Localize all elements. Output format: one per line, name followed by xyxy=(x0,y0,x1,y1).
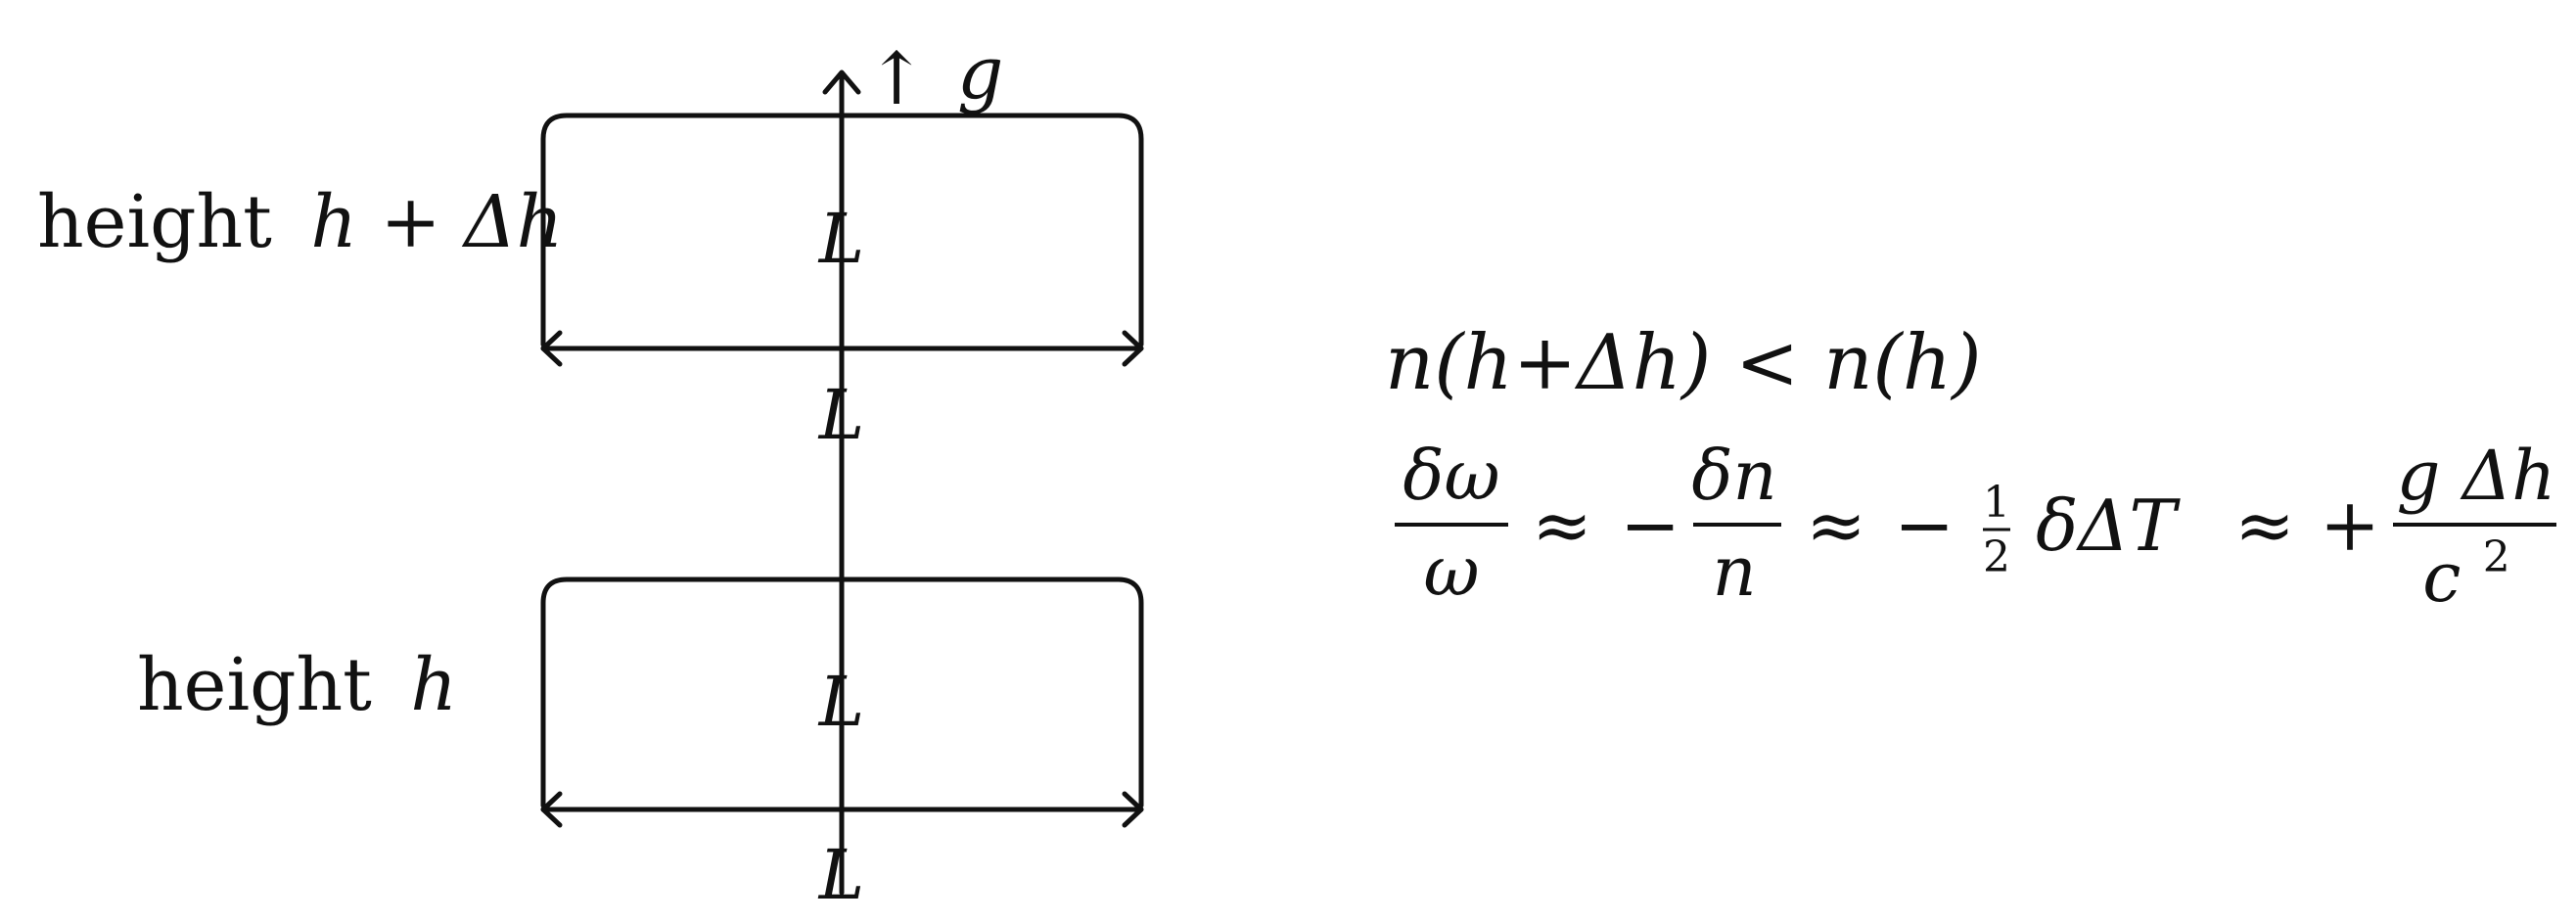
frac1-denominator: ω xyxy=(1423,531,1479,612)
delta-delta-T: δΔT xyxy=(2036,485,2181,567)
gravity-arrow-glyph: ↑ xyxy=(866,37,927,121)
length-label-bottom-below: L xyxy=(817,835,864,915)
bottom-base-left-arrowhead xyxy=(540,791,563,828)
half-numerator: 1 xyxy=(1983,478,2010,528)
top-height-prefix: height xyxy=(37,180,272,264)
frac1-numerator: δω xyxy=(1403,436,1499,516)
frac3-denominator: c 2 xyxy=(2422,532,2509,618)
approx-sign-3: ≈ xyxy=(2234,484,2295,568)
top-height-label: height h + Δh xyxy=(37,180,563,264)
length-label-top-inside: L xyxy=(817,199,864,279)
frac3-numerator: g Δh xyxy=(2397,436,2556,516)
bottom-height-prefix: height xyxy=(137,643,372,727)
vertical-axis-arrowhead xyxy=(822,69,861,95)
gravity-symbol: g xyxy=(957,31,1003,115)
top-base-right-arrowhead xyxy=(1122,330,1144,367)
minus-sign-1: − xyxy=(1620,484,1680,568)
bottom-height-variable: h xyxy=(410,643,457,727)
top-height-variable: h + Δh xyxy=(310,180,563,264)
length-label-bottom-inside: L xyxy=(817,662,864,742)
frac2-denominator: n xyxy=(1712,531,1756,612)
half-denominator: 2 xyxy=(1983,532,2010,582)
length-label-top-below: L xyxy=(817,375,864,455)
approx-sign-1: ≈ xyxy=(1532,484,1592,568)
bottom-height-label: height h xyxy=(137,643,457,727)
frequency-shift-equation: δω ω ≈ − δn n ≈ − 1 2 δΔT ≈ + g Δh c 2 xyxy=(1395,436,2556,618)
speed-of-light-exponent: 2 xyxy=(2483,532,2510,582)
top-base-left-arrowhead xyxy=(540,330,563,367)
refractive-index-inequality: n(h+Δh) < n(h) xyxy=(1385,319,1982,407)
bottom-base-right-arrowhead xyxy=(1122,791,1144,828)
frac2-numerator: δn xyxy=(1691,436,1776,516)
minus-sign-2: − xyxy=(1894,484,1955,568)
plus-sign: + xyxy=(2320,484,2380,568)
speed-of-light-symbol: c xyxy=(2422,537,2461,618)
approx-sign-2: ≈ xyxy=(1806,484,1866,568)
